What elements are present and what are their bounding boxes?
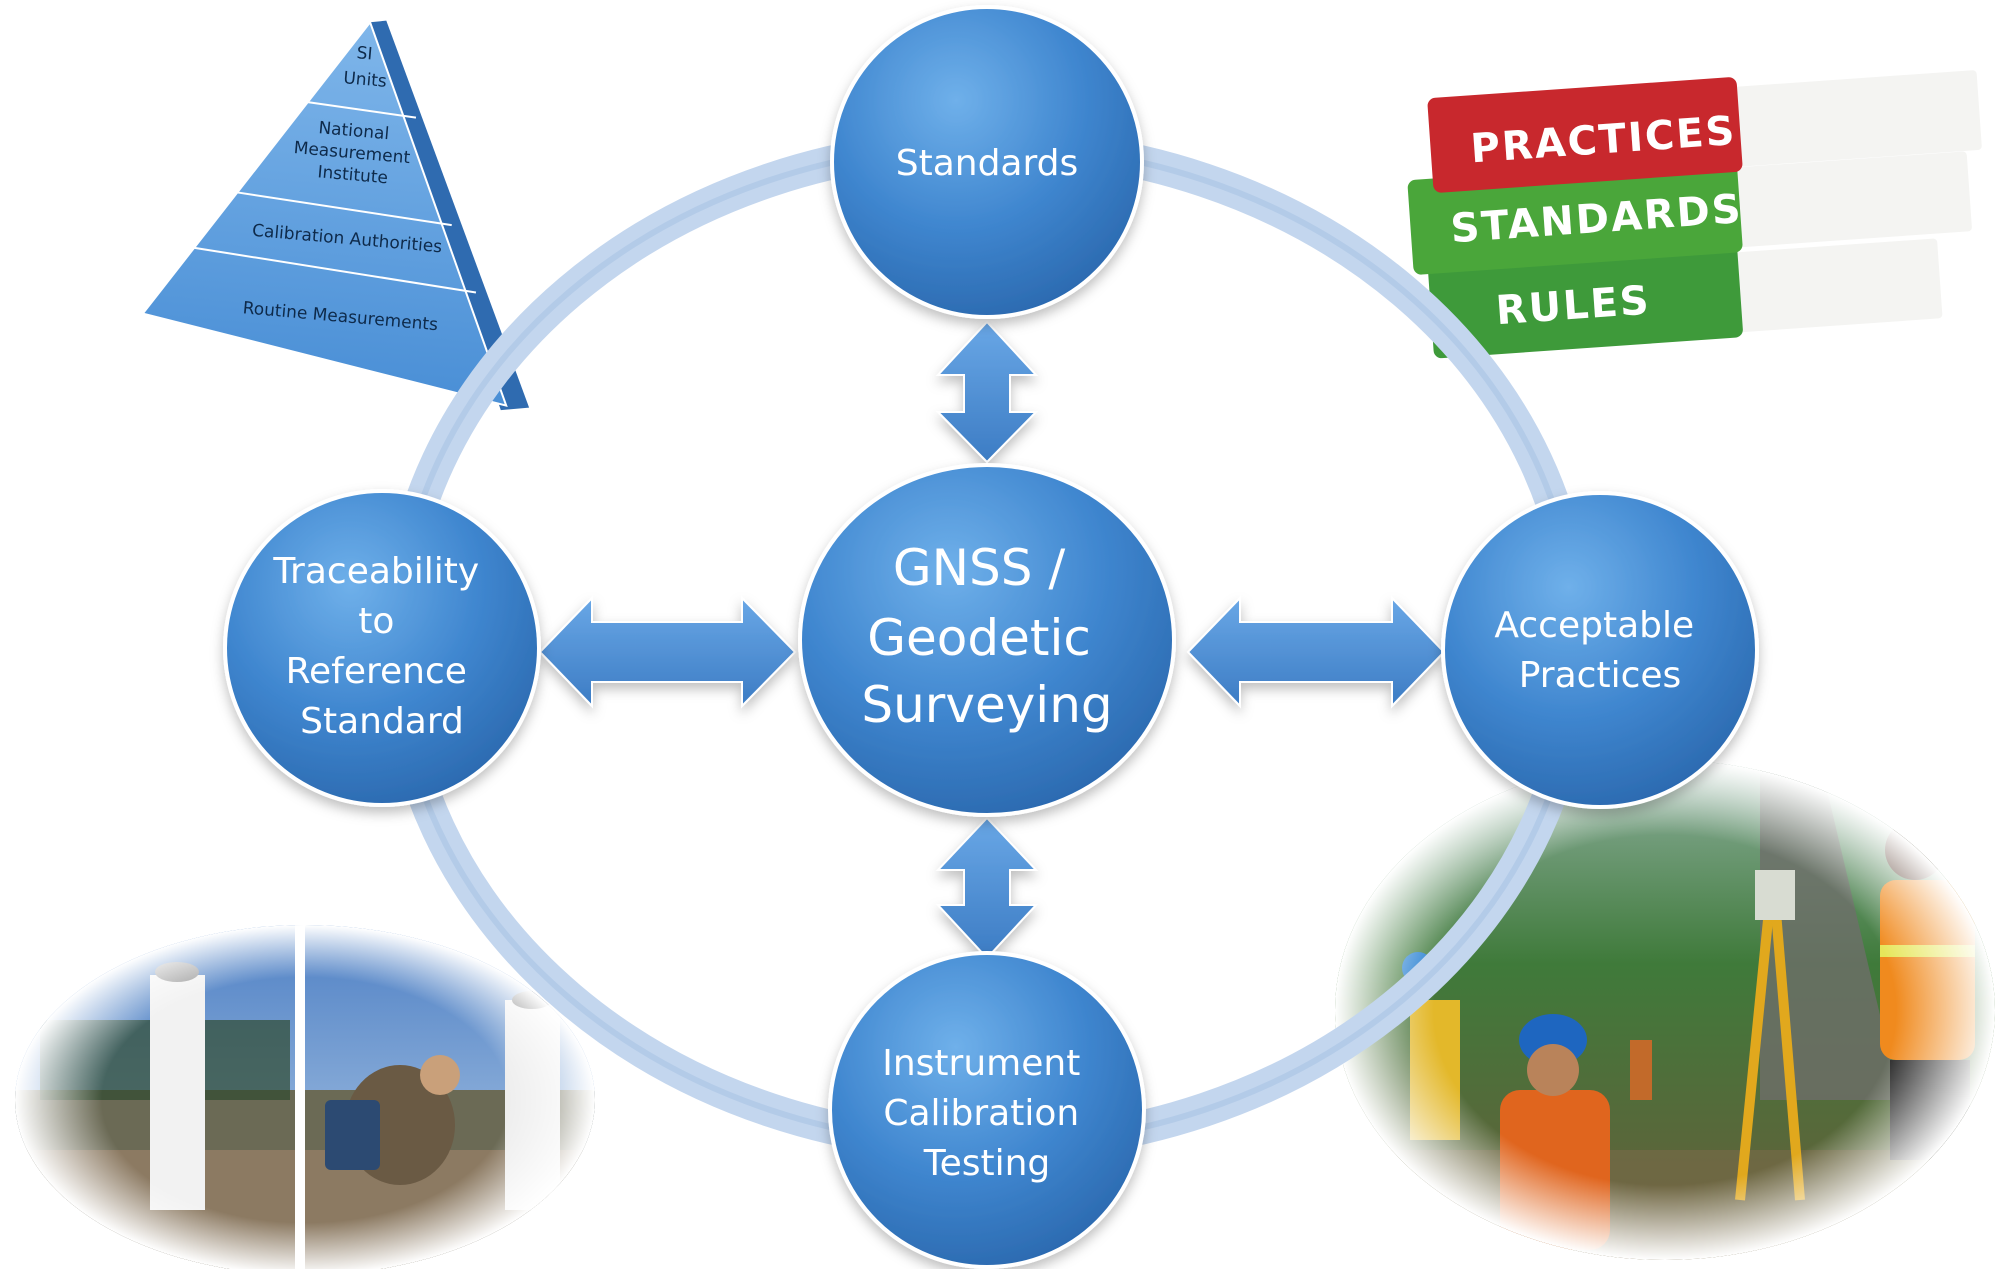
book-practices-spine [1427,77,1743,193]
node-standards: Standards [830,5,1144,319]
book-title-rules: RULES [1494,278,1652,335]
photo-field-surveyors [1335,760,1995,1260]
photo-monument-left [15,925,595,1269]
arrow-center-to-calibration [935,816,1039,960]
pyramid-tier-si-units: SI Units [343,42,390,92]
center-label: GNSS / Geodetic Surveying [861,539,1112,734]
node-instrument-calibration: Instrument Calibration Testing [828,951,1146,1269]
book-rules-spine [1428,242,1743,359]
books-stack-image: RULES STANDARDS PRACTICES [1407,15,2013,365]
node-practices-label: Acceptable Practices [1494,605,1705,696]
pyramid-face [141,20,508,408]
arrow-center-to-practices [1186,595,1446,709]
node-traceability-label: Traceability to Reference Standard [272,551,490,742]
arrow-center-to-standards [935,320,1039,464]
measurement-pyramid: SI Units National Measurement Institute … [141,20,530,411]
node-acceptable-practices: Acceptable Practices [1441,491,1759,809]
book-practices: PRACTICES [1427,70,1982,193]
arrow-center-to-traceability [538,595,797,709]
pyramid-side [370,20,530,411]
book-rules: RULES [1428,238,1943,359]
node-standards-label: Standards [896,143,1079,184]
node-center-gnss: GNSS / Geodetic Surveying [798,463,1176,817]
node-calibration-label: Instrument Calibration Testing [882,1043,1092,1184]
node-traceability: Traceability to Reference Standard [223,489,541,807]
